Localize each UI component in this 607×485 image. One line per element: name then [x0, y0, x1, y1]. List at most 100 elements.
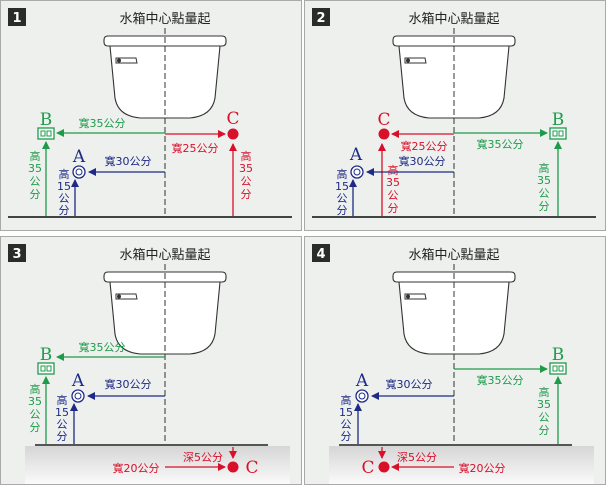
- svg-text:公: 公: [241, 175, 252, 188]
- panel-number-badge: [312, 244, 330, 262]
- svg-text:15: 15: [57, 180, 71, 193]
- svg-text:分: 分: [539, 200, 550, 213]
- outlet-b-letter: B: [552, 345, 565, 365]
- svg-text:15: 15: [55, 406, 69, 419]
- svg-text:高: 高: [241, 149, 252, 163]
- svg-text:公: 公: [341, 418, 352, 431]
- a-height-label: 高 15 公 分: [335, 167, 349, 217]
- svg-text:分: 分: [59, 204, 70, 217]
- b-height-label: 高 35 公 分: [28, 149, 42, 201]
- outlet-c-dot: [227, 461, 239, 473]
- outlet-a-letter: A: [349, 145, 363, 165]
- floor-surface: [329, 446, 594, 484]
- svg-text:分: 分: [337, 204, 348, 217]
- outlet-c-letter: C: [226, 109, 239, 129]
- outlet-b-letter: B: [40, 110, 53, 130]
- panel-number: 2: [316, 11, 325, 26]
- outlet-a-icon: [355, 389, 369, 403]
- c-height-label: 高 35 公 分: [239, 149, 253, 201]
- panel-number: 4: [316, 247, 325, 262]
- a-height-label: 高 15 公 分: [339, 393, 353, 443]
- panel-number-badge: [8, 8, 26, 26]
- b-height-label: 高 35 公 分: [537, 161, 551, 213]
- svg-text:15: 15: [335, 180, 349, 193]
- svg-text:分: 分: [57, 430, 68, 443]
- outlet-c-letter: C: [377, 110, 390, 130]
- b-width-label: 寬35公分: [79, 340, 126, 354]
- outlet-a-letter: A: [71, 371, 85, 391]
- c-height-label: 高 35 公 分: [386, 163, 400, 215]
- panel-number-badge: [8, 244, 26, 262]
- panel-1: 1 水箱中心點量起 B 寬35公分 高 35 公 分 A 寬30公分: [0, 0, 302, 231]
- a-width-label: 寬30公分: [105, 154, 152, 168]
- panel-3: 3 水箱中心點量起 B 寬35公分 高 35 公 分 A 寬30公分: [0, 236, 302, 485]
- outlet-a-icon: [72, 165, 86, 179]
- outlet-a-icon: [350, 165, 364, 179]
- outlet-a-letter: A: [72, 147, 86, 167]
- b-height-label: 高 35 公 分: [28, 382, 42, 434]
- outlet-c-dot: [378, 128, 390, 140]
- floor-surface: [25, 446, 290, 484]
- svg-text:公: 公: [30, 175, 41, 188]
- c-width-label: 寬25公分: [172, 141, 219, 155]
- svg-text:35: 35: [537, 398, 551, 411]
- panel-4: 4 水箱中心點量起 A 寬30公分 高 15 公 分 B 寬35公分: [304, 236, 606, 485]
- svg-text:35: 35: [537, 174, 551, 187]
- svg-text:分: 分: [30, 188, 41, 201]
- a-height-label: 高 15 公 分: [55, 393, 69, 443]
- svg-text:公: 公: [30, 408, 41, 421]
- panel-title: 水箱中心點量起: [119, 247, 210, 263]
- outlet-b-icon: [549, 127, 567, 140]
- svg-text:分: 分: [341, 430, 352, 443]
- svg-text:高: 高: [30, 382, 41, 396]
- svg-text:高: 高: [341, 393, 352, 407]
- c-width-label: 寬20公分: [113, 461, 160, 475]
- svg-text:公: 公: [337, 192, 348, 205]
- a-width-label: 寬30公分: [399, 154, 446, 168]
- panel-2: 2 水箱中心點量起 C 寬25公分 高 35 公 分 A 寬30公分 高 15 …: [304, 0, 606, 231]
- svg-text:分: 分: [241, 188, 252, 201]
- svg-text:高: 高: [539, 161, 550, 175]
- svg-text:高: 高: [30, 149, 41, 163]
- svg-text:公: 公: [59, 192, 70, 205]
- c-depth-label: 深5公分: [397, 451, 437, 464]
- svg-text:35: 35: [28, 162, 42, 175]
- c-width-label: 寬20公分: [459, 461, 506, 475]
- outlet-c-letter: C: [245, 458, 258, 478]
- c-depth-label: 深5公分: [183, 451, 223, 464]
- svg-text:35: 35: [28, 395, 42, 408]
- outlet-b-icon: [549, 362, 567, 375]
- svg-text:高: 高: [337, 167, 348, 181]
- panel-number: 1: [12, 11, 21, 26]
- outlet-c-letter: C: [361, 458, 374, 478]
- svg-text:高: 高: [59, 167, 70, 181]
- svg-text:35: 35: [239, 162, 253, 175]
- b-height-label: 高 35 公 分: [537, 385, 551, 437]
- svg-text:15: 15: [339, 406, 353, 419]
- panel-title: 水箱中心點量起: [408, 11, 499, 27]
- outlet-b-letter: B: [40, 345, 53, 365]
- a-width-label: 寬30公分: [105, 377, 152, 391]
- svg-text:高: 高: [57, 393, 68, 407]
- svg-text:公: 公: [539, 411, 550, 424]
- svg-text:高: 高: [388, 163, 399, 177]
- outlet-a-letter: A: [355, 371, 369, 391]
- c-width-label: 寬25公分: [401, 139, 448, 153]
- a-width-label: 寬30公分: [386, 377, 433, 391]
- svg-text:公: 公: [539, 187, 550, 200]
- b-width-label: 寬35公分: [79, 116, 126, 130]
- outlet-c-dot: [227, 128, 239, 140]
- panel-title: 水箱中心點量起: [408, 247, 499, 263]
- outlet-a-icon: [71, 389, 85, 403]
- svg-text:公: 公: [57, 418, 68, 431]
- svg-text:公: 公: [388, 189, 399, 202]
- a-height-label: 高 15 公 分: [57, 167, 71, 217]
- outlet-b-icon: [37, 127, 55, 140]
- outlet-b-letter: B: [552, 110, 565, 130]
- panel-number: 3: [12, 247, 21, 262]
- b-width-label: 寬35公分: [477, 137, 524, 151]
- svg-text:分: 分: [30, 421, 41, 434]
- outlet-b-icon: [37, 362, 55, 375]
- svg-text:分: 分: [539, 424, 550, 437]
